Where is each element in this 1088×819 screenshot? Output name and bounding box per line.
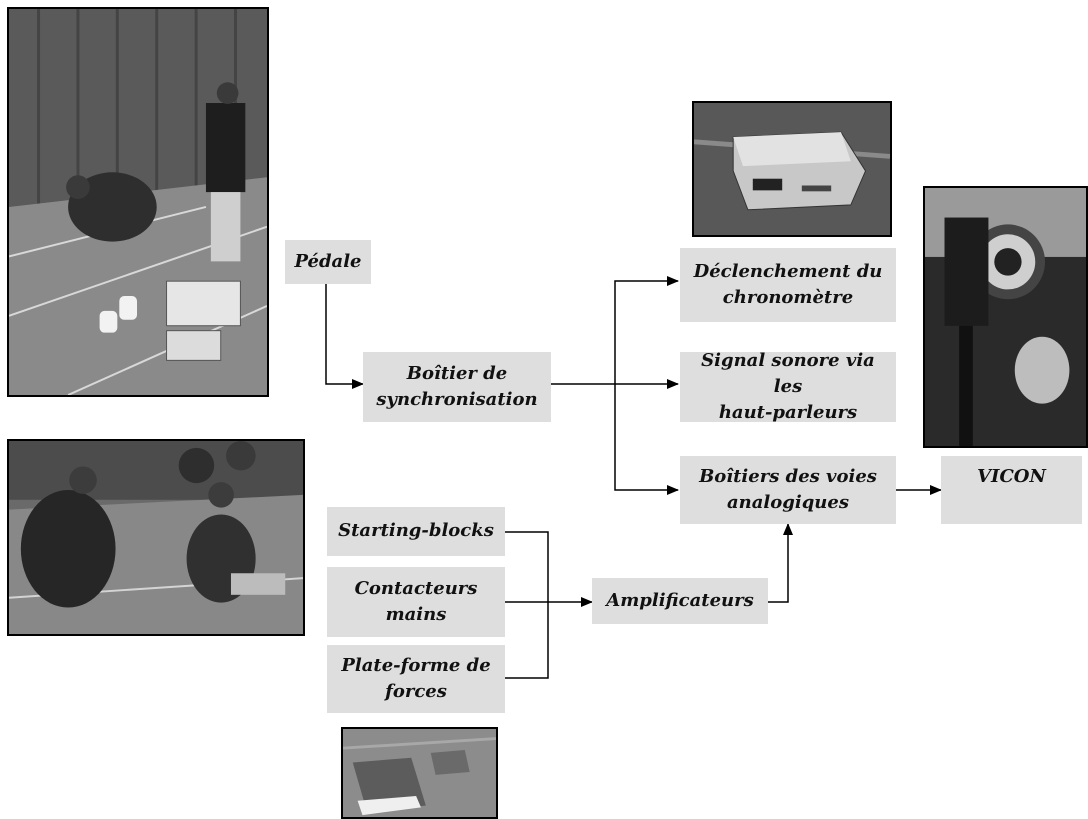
photo-force-platform xyxy=(341,727,498,819)
node-signal-sonore: Signal sonore via les haut-parleurs xyxy=(680,350,896,423)
edge-pedale-to-boitier xyxy=(325,284,364,389)
node-vicon: VICON xyxy=(941,456,1082,524)
node-contacteurs-mains: Contacteurs mains xyxy=(327,567,505,637)
edge-plate-forme xyxy=(505,602,549,679)
edge-starting-blocks xyxy=(505,531,549,602)
edge-to-declenchement xyxy=(614,276,679,384)
node-plate-forme-forces: Plate-forme de forces xyxy=(327,645,505,713)
edge-amplificateurs-to-boitiers xyxy=(768,523,793,603)
node-amplificateurs: Amplificateurs xyxy=(592,578,768,624)
node-pedale: Pédale xyxy=(285,240,371,284)
photo-starting-blocks-install xyxy=(7,439,305,636)
node-boitiers-voies-analogiques: Boîtiers des voies analogiques xyxy=(680,456,896,524)
node-starting-blocks: Starting-blocks xyxy=(327,507,505,556)
photo-vicon-camera xyxy=(923,186,1088,448)
node-boitier-synchronisation: Boîtier de synchronisation xyxy=(363,352,551,422)
photo-sync-box xyxy=(692,101,892,237)
edge-to-boitiers-voies xyxy=(614,384,679,495)
node-declenchement-chronometre: Déclenchement du chronomètre xyxy=(680,248,896,322)
photo-sprinter-setup xyxy=(7,7,269,397)
